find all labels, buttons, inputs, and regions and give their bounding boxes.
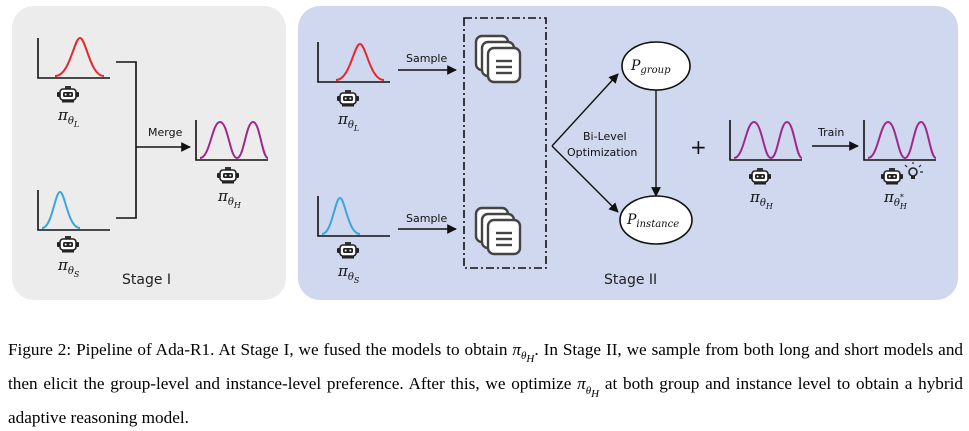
stage2-short-label: πθS xyxy=(337,262,360,285)
caption-part-1: Figure 2: Pipeline of Ada-R1. At Stage I… xyxy=(8,340,513,359)
sample-label-top: Sample xyxy=(406,52,447,65)
stage2-hybrid-label: πθH xyxy=(749,188,774,211)
bilevel-label-line1: Bi-Level xyxy=(583,130,627,143)
caption-part-2: . In Stage II, we sample from both long … xyxy=(8,340,964,394)
p-group-label: Pgroup xyxy=(630,58,671,76)
plus-sign: + xyxy=(690,135,707,159)
caption-pi-2: πθH xyxy=(577,374,600,400)
train-label: Train xyxy=(817,126,844,139)
stage1-long-label: πθL xyxy=(57,106,79,129)
stage1-long-plot xyxy=(37,36,110,79)
stage1-label: Stage I xyxy=(122,272,171,288)
stage2-hybrid-plot xyxy=(729,120,803,161)
samples-box xyxy=(463,17,547,269)
fork-arrow-down xyxy=(551,145,619,213)
stage1-hybrid-label: πθH xyxy=(217,187,242,210)
stage2-label: Stage II xyxy=(604,272,657,288)
figure-caption: Figure 2: Pipeline of Ada-R1. At Stage I… xyxy=(8,338,963,431)
stage1-short-label: πθS xyxy=(57,256,80,279)
stage1-panel xyxy=(12,6,286,300)
stage1-short-plot xyxy=(37,190,110,231)
p-instance-node xyxy=(619,195,693,245)
fork-arrow-up xyxy=(551,73,619,147)
sample-label-bottom: Sample xyxy=(406,212,447,225)
merge-label: Merge xyxy=(148,126,183,139)
stage2-panel xyxy=(298,6,958,300)
stage2-final-label: πθ*H xyxy=(883,188,908,211)
caption-pi-1: πθH xyxy=(512,340,535,366)
stage1-hybrid-plot xyxy=(195,120,269,161)
stage2-long-plot xyxy=(317,42,390,83)
p-instance-label: Pinstance xyxy=(626,212,679,230)
lightbulb-icon xyxy=(904,162,923,179)
bilevel-label-line2: Optimization xyxy=(567,146,637,159)
stage2-short-plot xyxy=(317,196,390,237)
pipeline-diagram: πθL πθS Merge πθH Stage I πθL πθS Sample… xyxy=(12,6,958,300)
stage2-final-plot xyxy=(863,120,937,161)
stage2-long-label: πθL xyxy=(337,110,359,133)
merge-bracket xyxy=(116,61,137,219)
